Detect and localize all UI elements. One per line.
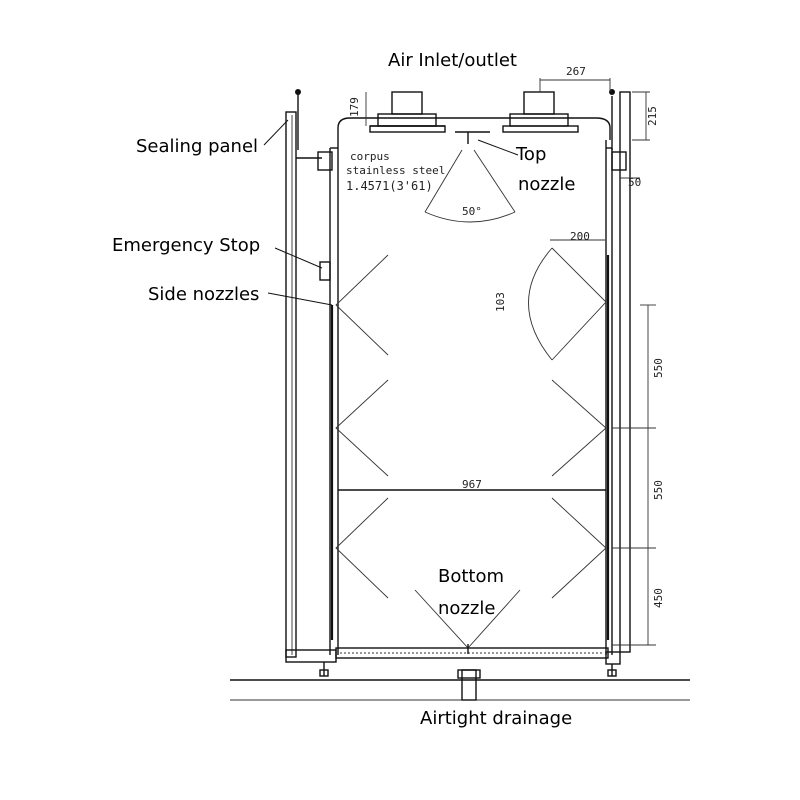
dim-right-bracket-height: 215: [646, 106, 659, 126]
dim-vertical-2: 550: [652, 480, 665, 500]
corpus-note-line2: stainless steel: [346, 164, 445, 177]
airtight-drainage: [457, 669, 481, 701]
chamber-body: [329, 117, 613, 659]
top-nozzle: [424, 131, 516, 223]
floor: [230, 679, 690, 701]
dim-top-spray-angle: 50°: [462, 205, 482, 218]
corpus-note-line3: 1.4571(3'61): [346, 179, 433, 193]
side-spray-patterns: [335, 247, 607, 599]
dim-side-spacing-top: 200: [570, 230, 590, 243]
corpus-note-line1: corpus: [350, 150, 390, 163]
label-leaders: [263, 119, 519, 306]
bottom-nozzle: [414, 589, 521, 654]
label-bottom-nozzle-line1: Bottom: [438, 566, 504, 587]
dim-vertical-1: 550: [652, 358, 665, 378]
label-top-nozzle-line1: Top: [515, 144, 546, 165]
sealing-panel: [285, 89, 337, 677]
label-emergency-stop: Emergency Stop: [112, 235, 260, 256]
dim-inlet-height: 179: [348, 97, 361, 117]
dim-right-offset: 50: [628, 176, 641, 189]
dim-top-right-width: 267: [566, 65, 586, 78]
right-frame: [605, 89, 650, 677]
label-airtight-drainage: Airtight drainage: [420, 708, 572, 729]
label-top-nozzle-line2: nozzle: [518, 174, 575, 195]
label-sealing-panel: Sealing panel: [136, 136, 258, 157]
label-side-nozzles: Side nozzles: [148, 284, 259, 305]
air-inlet-left: [369, 91, 446, 133]
dim-vertical-3: 450: [652, 588, 665, 608]
air-inlet-right: [502, 91, 579, 133]
label-bottom-nozzle-line2: nozzle: [438, 598, 495, 619]
right-dimension-chain: [365, 78, 656, 646]
label-air-inlet-outlet: Air Inlet/outlet: [388, 50, 517, 71]
dim-side-spray-angle: 103: [494, 292, 507, 312]
emergency-stop-box: [319, 261, 331, 281]
dim-inner-width: 967: [462, 478, 482, 491]
